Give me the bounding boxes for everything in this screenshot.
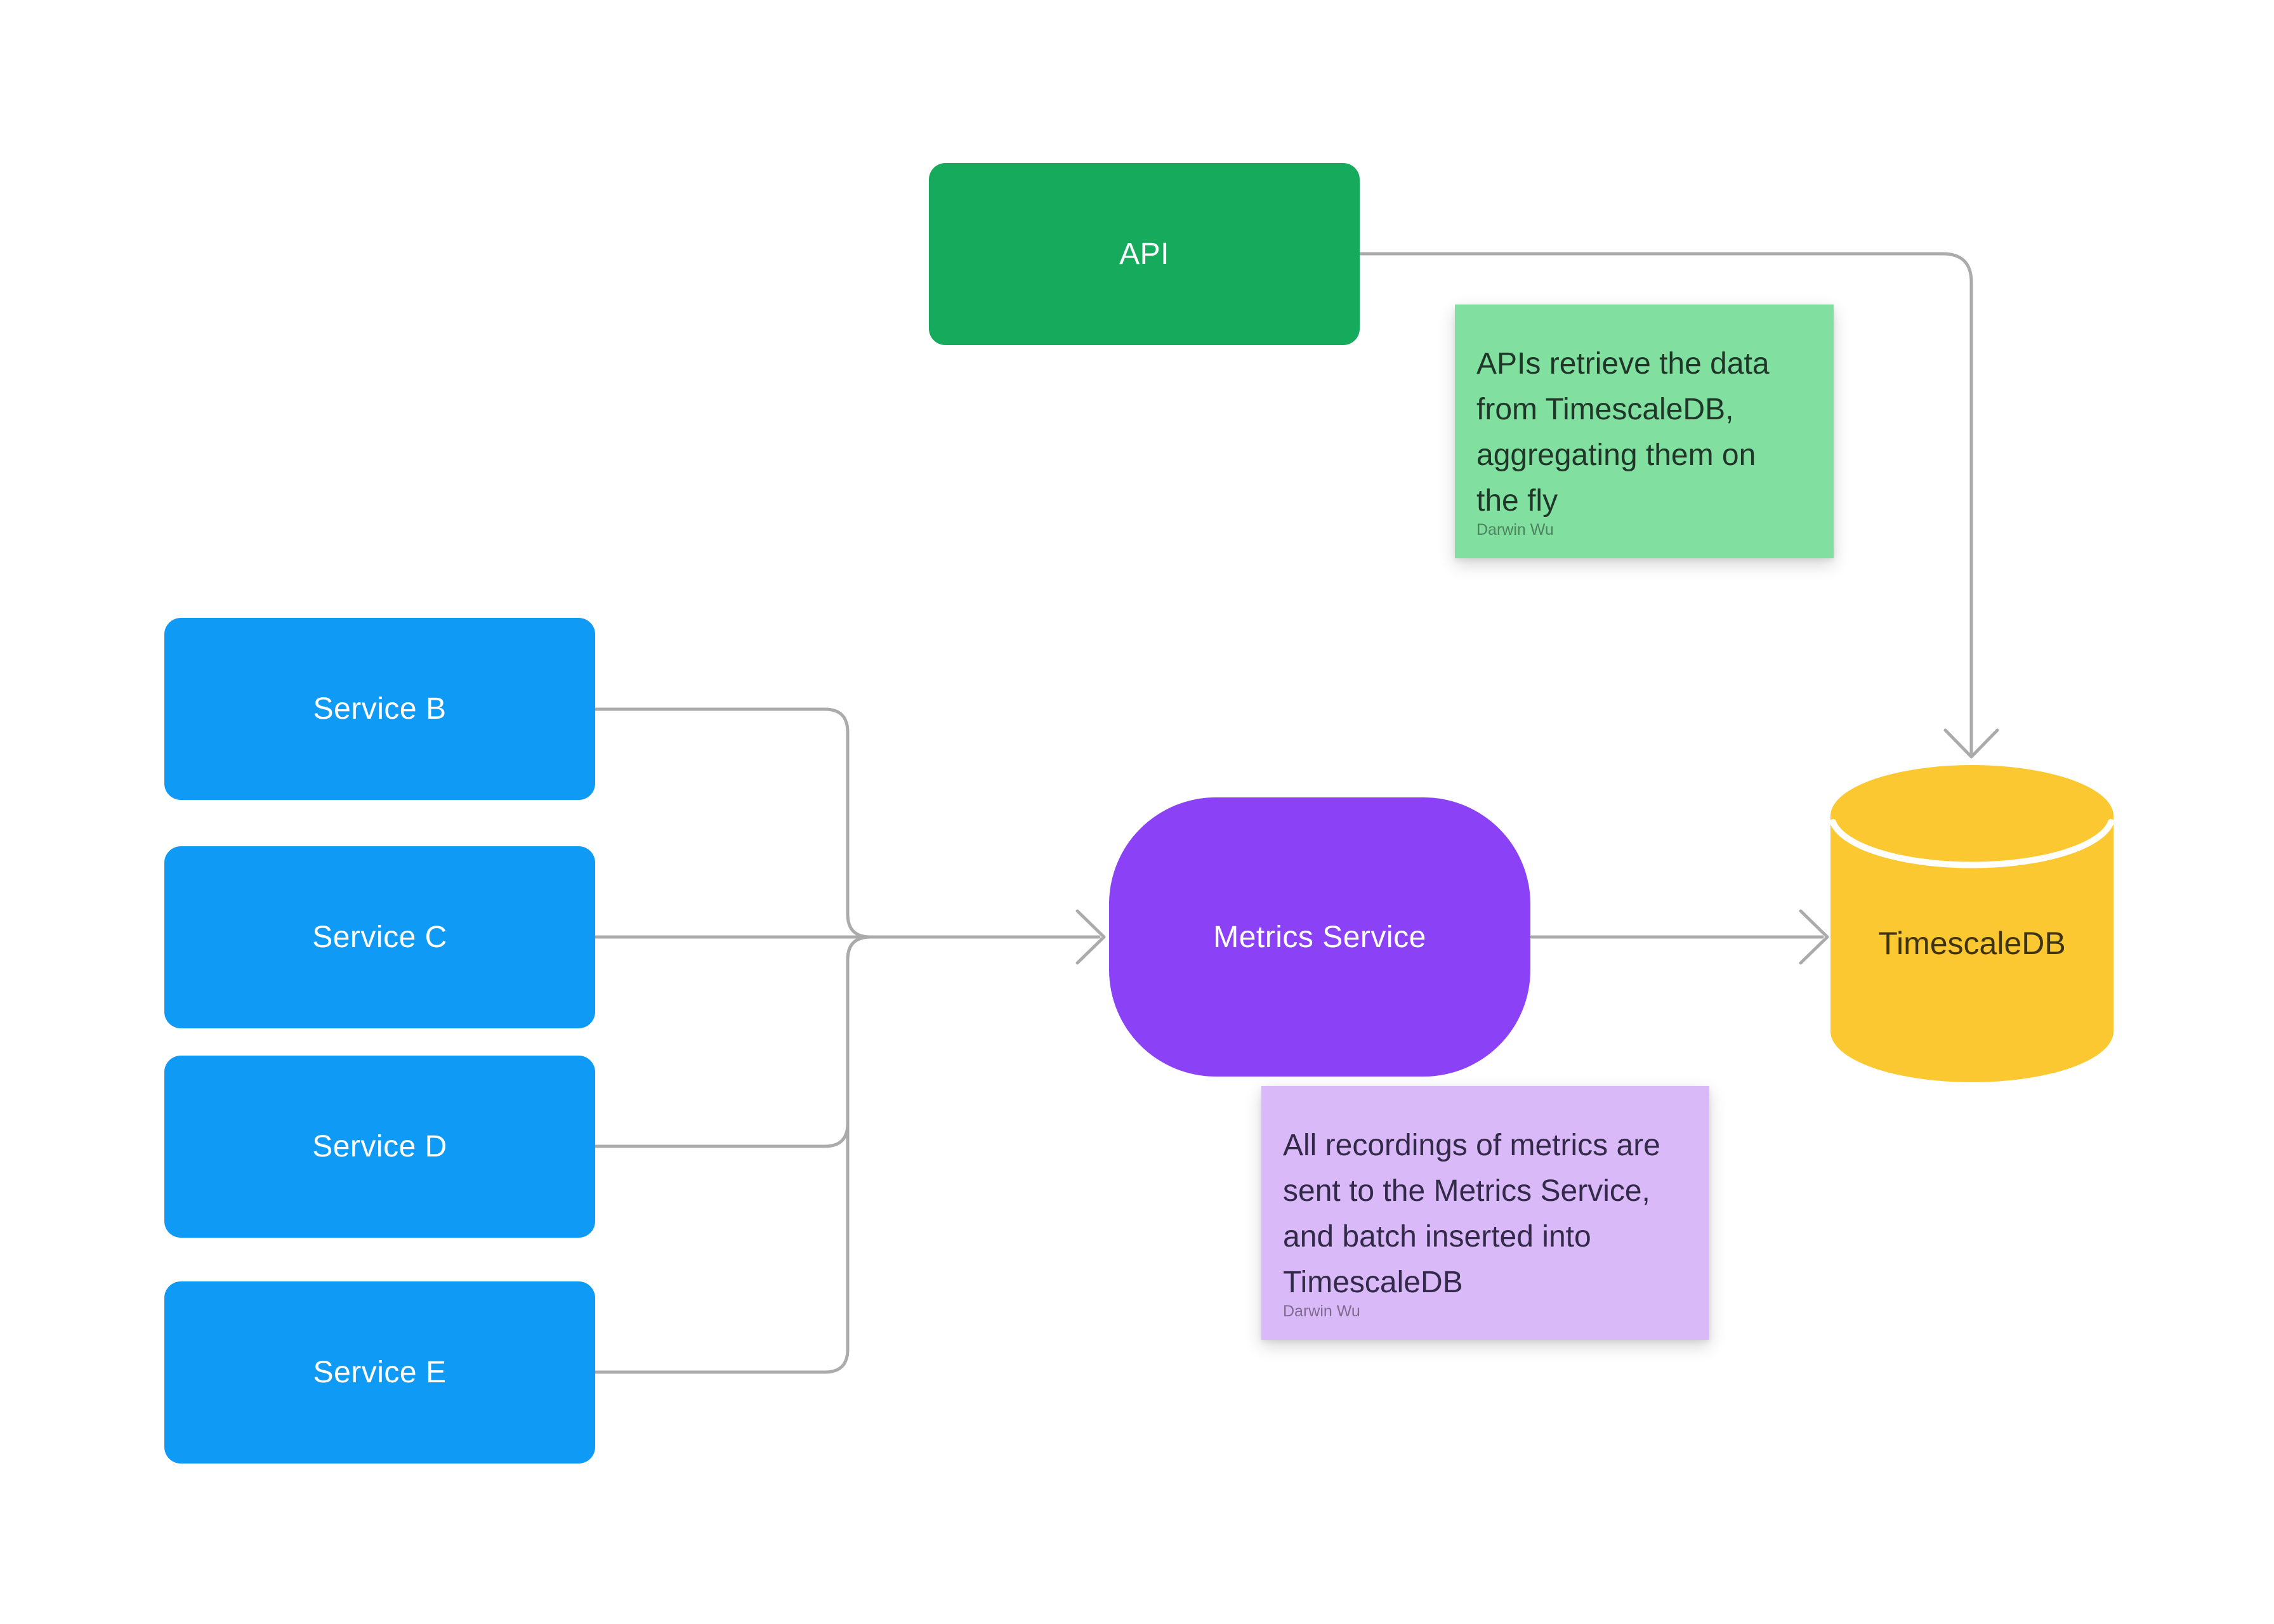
sticky-note-author: Darwin Wu — [1476, 521, 1554, 539]
cylinder-lid-separator — [1830, 819, 2114, 868]
node-timescaledb[interactable]: TimescaleDB — [1830, 765, 2114, 1082]
connector-metrics-to-db-arrow[interactable] — [1530, 909, 1829, 965]
arrowhead-down-icon — [1943, 728, 1999, 759]
sticky-note-api[interactable]: APIs retrieve the data from TimescaleDB,… — [1455, 304, 1834, 558]
connector-api-to-db-arrow[interactable] — [1358, 252, 1999, 759]
node-service-b-label: Service B — [313, 692, 447, 726]
sticky-note-metrics-line: TimescaleDB — [1283, 1266, 1463, 1299]
sticky-note-metrics-line: and batch inserted into — [1283, 1220, 1591, 1254]
node-service-d[interactable]: Service D — [164, 1056, 595, 1238]
node-api-label: API — [1119, 237, 1169, 271]
database-cylinder-icon — [1830, 765, 2114, 1082]
sticky-note-api-line: the fly — [1476, 484, 1558, 518]
connector-service-b-to-junction[interactable] — [593, 707, 872, 939]
node-timescaledb-label: TimescaleDB — [1878, 926, 2066, 961]
node-service-b[interactable]: Service B — [164, 618, 595, 800]
node-service-c[interactable]: Service C — [164, 846, 595, 1028]
node-metrics-service[interactable]: Metrics Service — [1109, 797, 1530, 1077]
connector-service-d-to-junction[interactable] — [593, 935, 872, 1148]
cylinder-body — [1830, 765, 2113, 1082]
sticky-note-api-line: APIs retrieve the data — [1476, 347, 1770, 381]
sticky-note-metrics-line: All recordings of metrics are — [1283, 1129, 1660, 1162]
arrowhead-right-icon — [1075, 909, 1106, 965]
node-metrics-service-label: Metrics Service — [1213, 920, 1426, 954]
connector-service-e-to-junction[interactable] — [593, 935, 872, 1374]
sticky-note-metrics[interactable]: All recordings of metrics are sent to th… — [1261, 1086, 1709, 1340]
node-service-d-label: Service D — [312, 1130, 447, 1163]
node-api[interactable]: API — [929, 163, 1360, 345]
sticky-note-metrics-line: sent to the Metrics Service, — [1283, 1174, 1650, 1208]
connector-services-to-metrics-arrow[interactable] — [593, 909, 1106, 965]
node-service-e[interactable]: Service E — [164, 1281, 595, 1464]
node-service-e-label: Service E — [313, 1356, 447, 1389]
node-service-c-label: Service C — [312, 920, 447, 954]
sticky-note-api-line: aggregating them on — [1476, 438, 1756, 472]
sticky-note-api-line: from TimescaleDB, — [1476, 393, 1734, 426]
arrowhead-right-icon — [1799, 909, 1829, 965]
sticky-note-author: Darwin Wu — [1283, 1302, 1360, 1320]
